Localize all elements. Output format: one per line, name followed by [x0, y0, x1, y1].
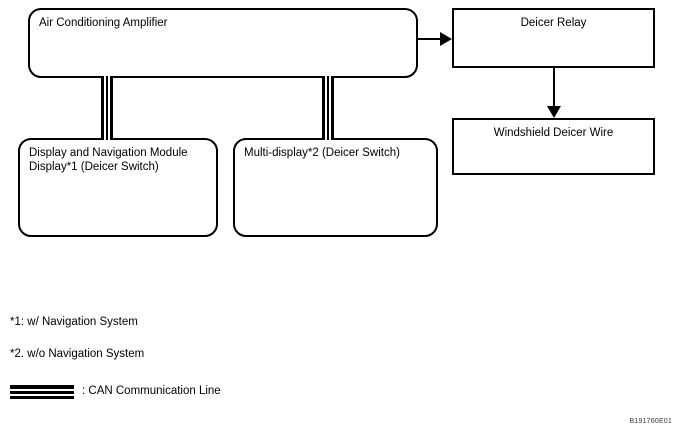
box-label-deicer-relay: Deicer Relay	[520, 17, 587, 29]
box-deicer-relay: Deicer Relay	[452, 8, 655, 68]
can-communication-line-symbol	[10, 385, 74, 399]
can-bus-gap	[325, 76, 327, 140]
footnote-without-navigation: *2. w/o Navigation System	[10, 348, 145, 360]
can-bus-gap	[108, 76, 110, 140]
can-communication-line-label: : CAN Communication Line	[82, 385, 221, 397]
box-label-air-conditioning-amplifier: Air Conditioning Amplifier	[39, 17, 168, 29]
connector-amplifier-to-relay	[418, 38, 442, 40]
box-label-display-and-navigation-module: Display and Navigation Module Display*1 …	[29, 147, 188, 173]
arrow-right-icon	[440, 32, 452, 46]
footnote-with-navigation: *1: w/ Navigation System	[10, 316, 138, 328]
box-label-multi-display: Multi-display*2 (Deicer Switch)	[244, 147, 400, 159]
box-display-and-navigation-module: Display and Navigation Module Display*1 …	[18, 138, 218, 237]
arrow-down-icon	[547, 106, 561, 118]
box-air-conditioning-amplifier: Air Conditioning Amplifier	[28, 8, 418, 78]
box-windshield-deicer-wire: Windshield Deicer Wire	[452, 118, 655, 175]
can-bus-line-left	[101, 76, 113, 140]
can-bus-gap	[329, 76, 331, 140]
box-label-windshield-deicer-wire: Windshield Deicer Wire	[493, 127, 614, 139]
box-multi-display: Multi-display*2 (Deicer Switch)	[233, 138, 438, 237]
can-bus-line-right	[322, 76, 334, 140]
can-symbol-gap	[10, 389, 74, 391]
can-symbol-gap	[10, 394, 74, 396]
can-bus-gap	[104, 76, 106, 140]
connector-relay-to-wire	[553, 68, 555, 108]
part-code: B191760E01	[629, 418, 672, 425]
